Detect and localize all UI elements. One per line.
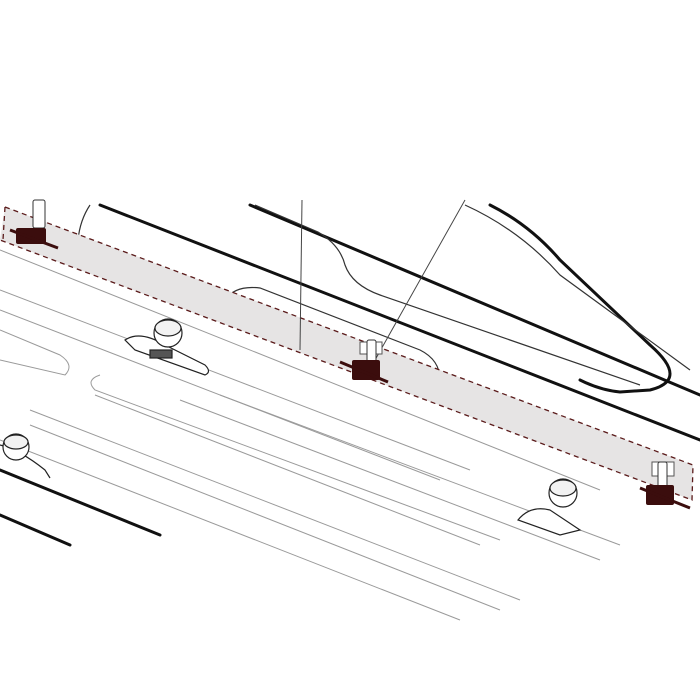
- mount-knob-left: [0, 433, 51, 479]
- hinge-center: [339, 339, 389, 384]
- callout-line-hinge: [374, 199, 466, 361]
- hinge-strip-highlight: [0, 206, 694, 501]
- hinge-right: [639, 461, 691, 510]
- callout-line-strip: [299, 199, 303, 351]
- hinge-left: [9, 199, 59, 250]
- callout-lines: [299, 199, 466, 361]
- floor-ribs: [0, 249, 621, 621]
- mount-knob-center: [124, 318, 210, 376]
- mount-knob-right: [517, 478, 582, 536]
